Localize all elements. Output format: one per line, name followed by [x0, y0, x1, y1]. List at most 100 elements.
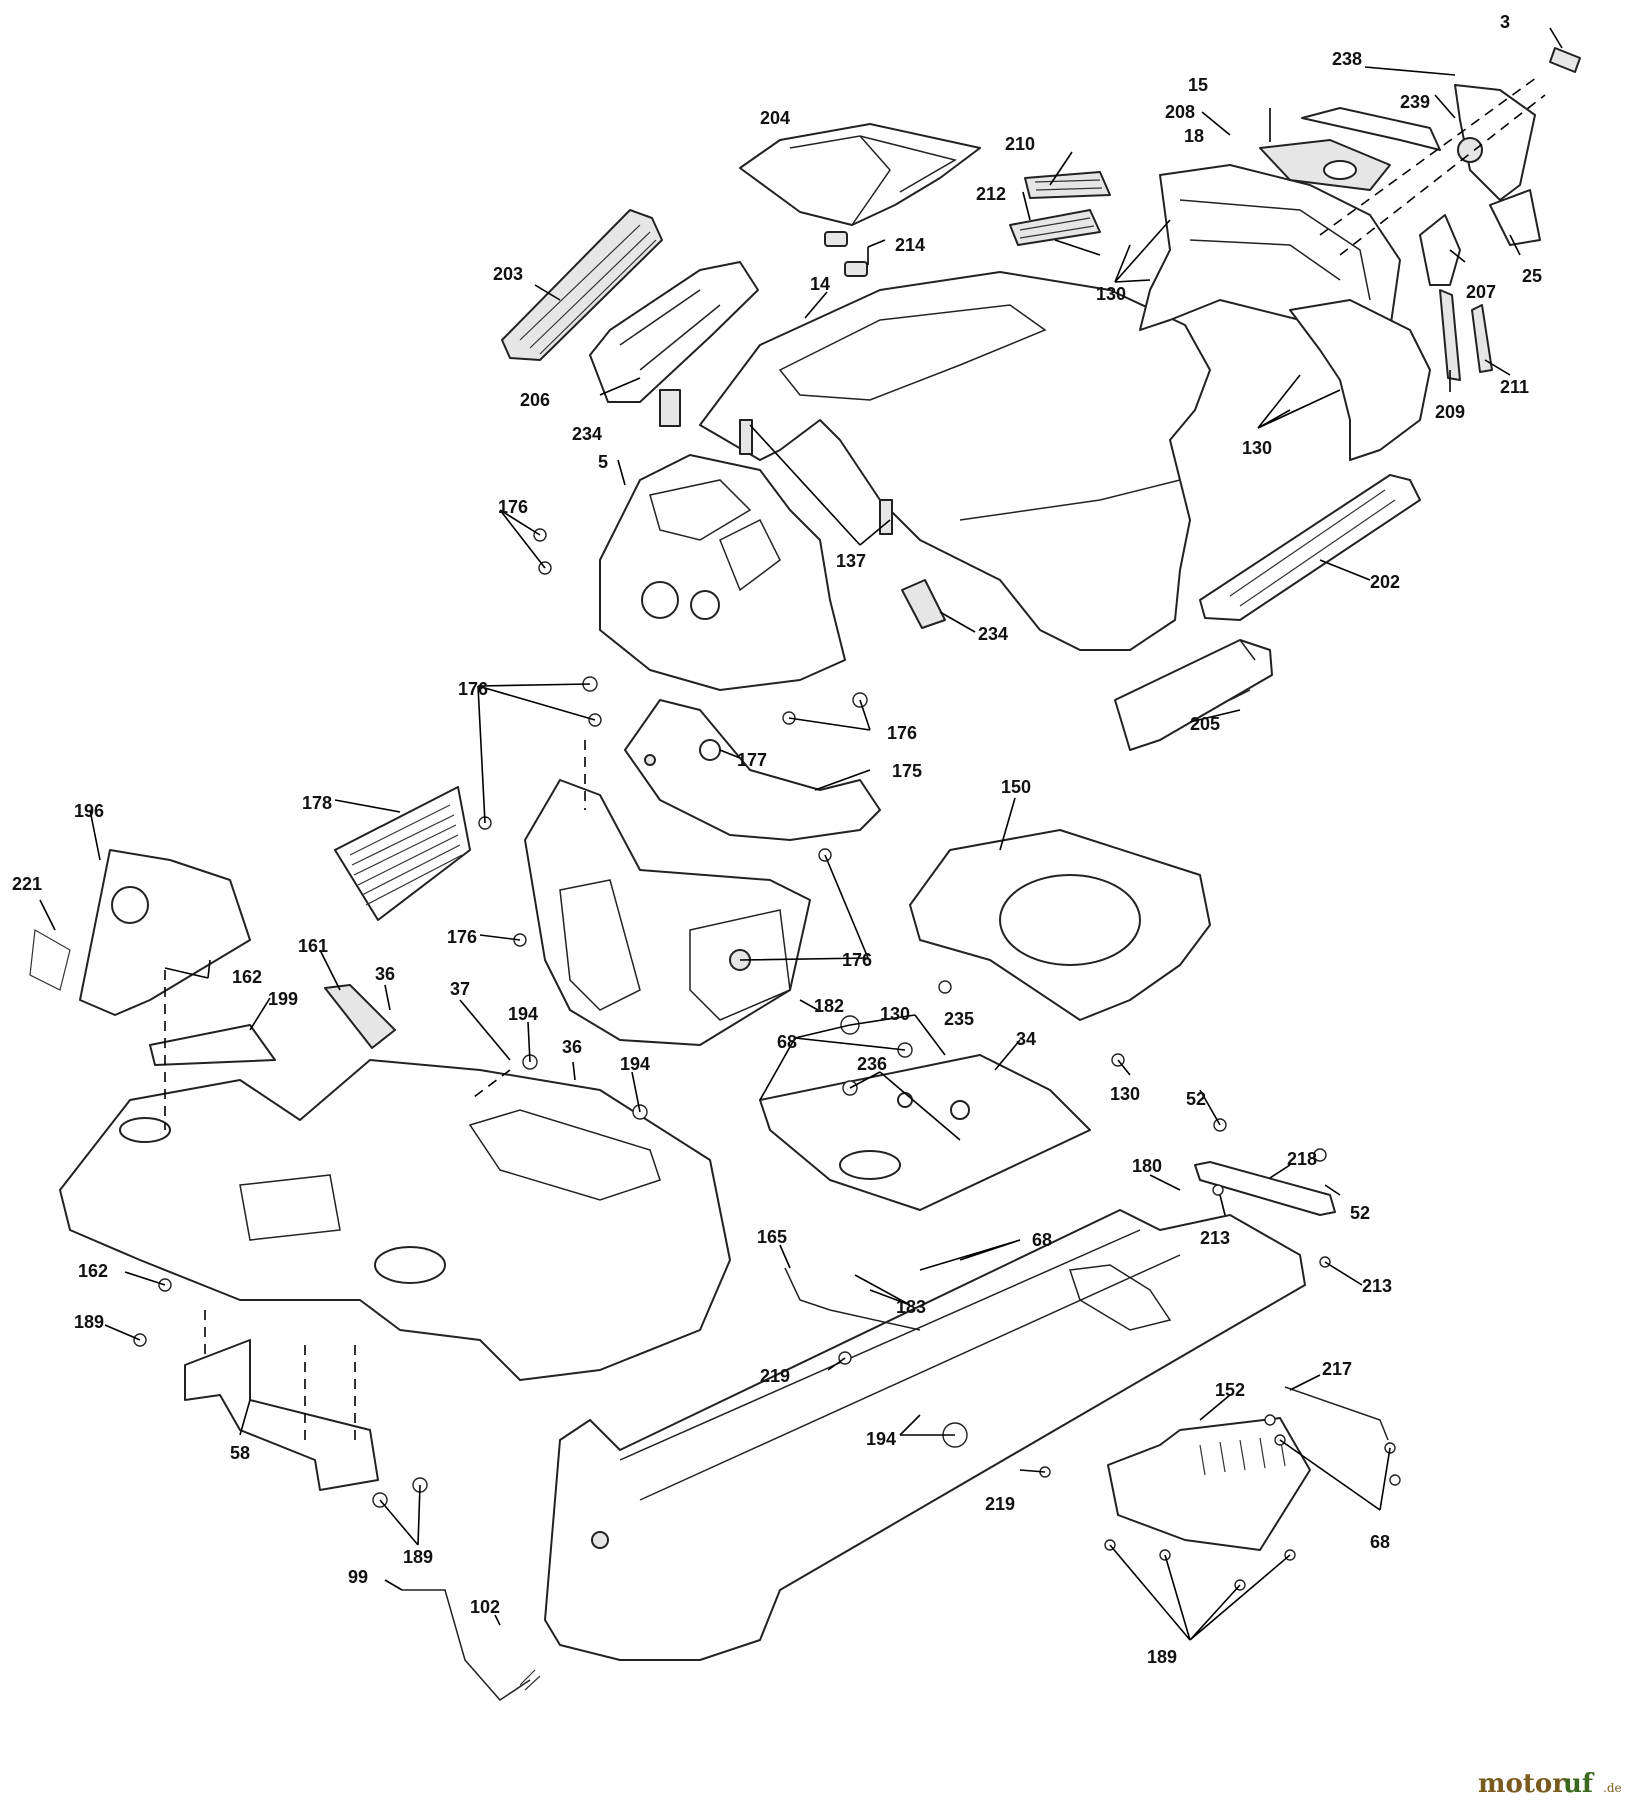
- callout-14: 14: [810, 274, 830, 294]
- callout-34: 34: [1016, 1029, 1036, 1049]
- callout-161: 161: [298, 936, 328, 956]
- callout-102: 102: [470, 1597, 500, 1617]
- callout-150: 150: [1001, 777, 1031, 797]
- callout-15: 15: [1188, 75, 1208, 95]
- callout-213-left: 213: [1200, 1228, 1230, 1248]
- part-150-pan: [909, 829, 1211, 1021]
- callout-189-center: 189: [403, 1547, 433, 1567]
- watermark-logo: motor uf .de: [1478, 1769, 1622, 1799]
- callout-217: 217: [1322, 1359, 1352, 1379]
- callout-36-right: 36: [562, 1037, 582, 1057]
- callout-180: 180: [1132, 1156, 1162, 1176]
- callout-162-top: 162: [232, 967, 262, 987]
- callout-208: 208: [1165, 102, 1195, 122]
- callout-206: 206: [520, 390, 550, 410]
- callout-130-right: 130: [1242, 438, 1272, 458]
- callout-37: 37: [450, 979, 470, 999]
- callout-209: 209: [1435, 402, 1465, 422]
- part-14-hood: [699, 271, 1211, 651]
- callout-68-mid: 68: [1032, 1230, 1052, 1250]
- callout-210: 210: [1005, 134, 1035, 154]
- callout-238: 238: [1332, 49, 1362, 69]
- callout-130-mid: 130: [880, 1004, 910, 1024]
- part-210-212-grilles: [1009, 171, 1111, 246]
- part-15-trim: [1301, 107, 1441, 151]
- callout-234-center: 234: [978, 624, 1008, 644]
- callout-221: 221: [12, 874, 42, 894]
- callout-130-top: 130: [1096, 284, 1126, 304]
- callout-207: 207: [1466, 282, 1496, 302]
- callout-130-bottom: 130: [1110, 1084, 1140, 1104]
- callout-3: 3: [1500, 12, 1510, 32]
- part-209-211-side-grilles: [1439, 289, 1493, 381]
- part-178-vent-panel: [334, 786, 471, 921]
- callout-211: 211: [1500, 377, 1529, 397]
- callout-176-a: 176: [498, 497, 528, 517]
- callout-176-b: 176: [458, 679, 488, 699]
- callout-189-left: 189: [74, 1312, 104, 1332]
- callout-194-bottom: 194: [866, 1429, 896, 1449]
- callout-219-bottom: 219: [985, 1494, 1015, 1514]
- callout-5: 5: [598, 452, 608, 472]
- callout-214: 214: [895, 235, 925, 255]
- part-102-spring: [519, 1669, 541, 1691]
- callout-194-center: 194: [620, 1054, 650, 1074]
- callout-68-top: 68: [777, 1032, 797, 1052]
- callout-18: 18: [1184, 126, 1204, 146]
- part-207-25-lights: [1419, 189, 1541, 286]
- callout-25: 25: [1522, 266, 1542, 286]
- part-165-rod: [784, 1267, 921, 1331]
- callout-204: 204: [760, 108, 790, 128]
- callout-36-left: 36: [375, 964, 395, 984]
- callout-189-bottom: 189: [1147, 1647, 1177, 1667]
- callout-235: 235: [944, 1009, 974, 1029]
- callout-152: 152: [1215, 1380, 1245, 1400]
- callout-236: 236: [857, 1054, 887, 1074]
- callout-52-bottom: 52: [1350, 1203, 1370, 1223]
- part-204-hood-insert: [739, 123, 981, 226]
- leader-lines: [39, 27, 1563, 1641]
- callout-218: 218: [1287, 1149, 1317, 1169]
- part-58-bracket: [184, 1339, 379, 1491]
- callout-219-top: 219: [760, 1366, 790, 1386]
- part-206-bracket: [589, 261, 759, 403]
- callout-212: 212: [976, 184, 1006, 204]
- part-34-mount-plate: [759, 1054, 1091, 1211]
- callout-199: 199: [268, 989, 298, 1009]
- callout-213-right: 213: [1362, 1276, 1392, 1296]
- part-152-guard: [1107, 1417, 1311, 1551]
- callout-203: 203: [493, 264, 523, 284]
- part-bumper-lower: [1289, 299, 1431, 461]
- callout-183: 183: [896, 1297, 926, 1317]
- callout-205: 205: [1190, 714, 1220, 734]
- part-202-grille-bar: [1199, 474, 1421, 621]
- callout-175: 175: [892, 761, 922, 781]
- part-3-badge: [1549, 47, 1581, 73]
- part-214-clips: [824, 231, 868, 277]
- part-218-bracket: [1194, 1161, 1336, 1216]
- callout-58: 58: [230, 1443, 250, 1463]
- callout-labels: 3 238 15 239 204 210 208 18 212 214 203 …: [12, 12, 1542, 1667]
- callout-234-left: 234: [572, 424, 602, 444]
- callout-162-bottom: 162: [78, 1261, 108, 1281]
- callout-194-left: 194: [508, 1004, 538, 1024]
- part-205-panel: [1114, 639, 1273, 751]
- part-199-guard: [149, 1024, 276, 1066]
- part-99-rod: [402, 1589, 531, 1701]
- callout-182: 182: [814, 996, 844, 1016]
- watermark-brand-part1: motor: [1478, 1769, 1566, 1799]
- callout-239: 239: [1400, 92, 1430, 112]
- watermark-brand-part2: uf: [1563, 1769, 1595, 1799]
- callout-178: 178: [302, 793, 332, 813]
- callout-137: 137: [836, 551, 866, 571]
- callout-176-e: 176: [842, 950, 872, 970]
- callout-177: 177: [737, 750, 767, 770]
- callout-202: 202: [1370, 572, 1400, 592]
- part-208-lens: [1259, 139, 1391, 191]
- part-175-dash-plate: [624, 699, 881, 841]
- part-217-rod: [1284, 1386, 1389, 1441]
- callout-176-d: 176: [447, 927, 477, 947]
- callout-52-top: 52: [1186, 1089, 1206, 1109]
